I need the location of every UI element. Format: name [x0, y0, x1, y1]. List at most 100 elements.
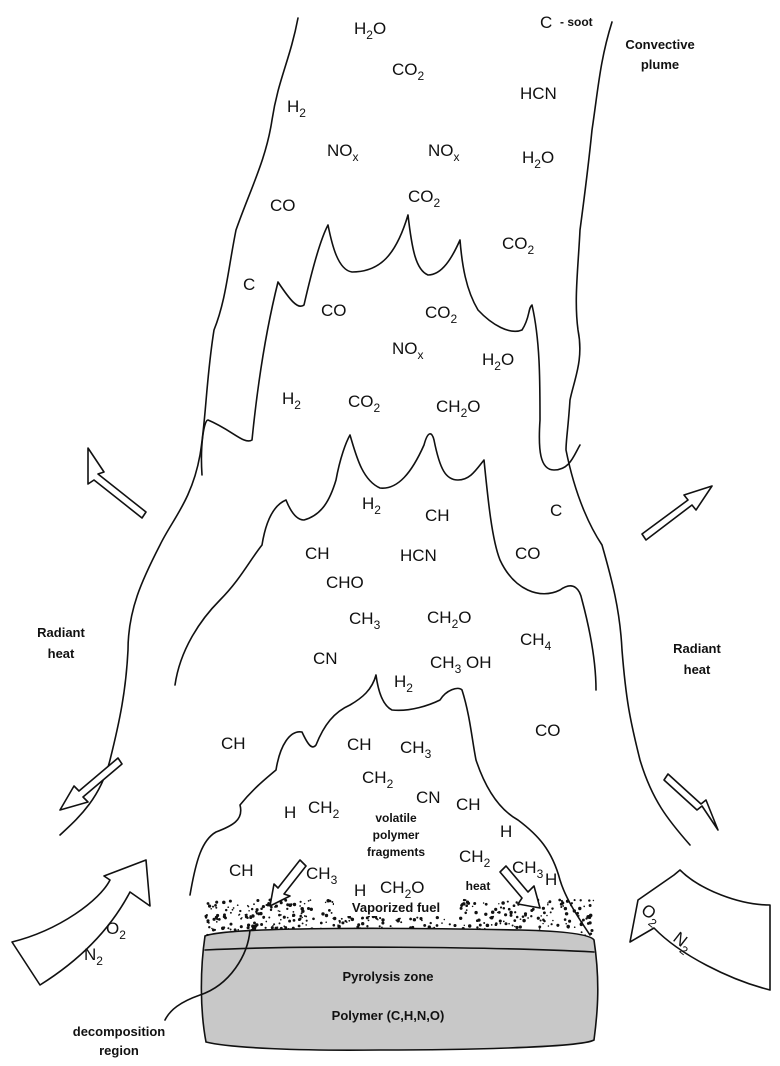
fuel-speckle — [484, 913, 487, 916]
fuel-speckle — [300, 901, 302, 903]
fuel-speckle — [237, 904, 239, 906]
species-cn: CN — [313, 649, 338, 668]
fuel-speckle — [262, 905, 265, 908]
fuel-speckle — [216, 914, 219, 917]
species-ch3: CH3 — [306, 864, 338, 887]
radiant-arrow-lower-right — [664, 774, 718, 830]
fuel-speckle — [464, 912, 467, 915]
fuel-speckle — [514, 911, 516, 913]
fuel-speckle — [321, 912, 324, 915]
fuel-speckle — [248, 906, 250, 908]
fuel-speckle — [307, 907, 310, 910]
fuel-speckle — [283, 916, 286, 919]
fuel-speckle — [325, 921, 327, 923]
fuel-speckle — [248, 910, 250, 912]
fuel-speckle — [215, 907, 217, 909]
fuel-speckle — [208, 926, 210, 928]
fuel-speckle — [539, 928, 541, 930]
fuel-speckle — [485, 903, 488, 906]
decomposition-region-label-line1: decomposition — [73, 1024, 166, 1039]
fuel-speckle — [230, 912, 232, 914]
fuel-speckle — [520, 918, 522, 920]
fuel-speckle — [509, 911, 512, 914]
fuel-speckle — [588, 917, 590, 919]
air-inflow-arrow-left[interactable] — [12, 860, 150, 985]
fuel-speckle — [423, 924, 426, 927]
decomposition-region-label-line2: region — [99, 1043, 139, 1058]
fuel-speckle — [498, 911, 501, 914]
fuel-speckle — [379, 925, 381, 927]
fuel-speckle — [548, 925, 550, 927]
fuel-speckle — [508, 908, 511, 911]
species-ch: CH — [456, 795, 481, 814]
fuel-speckle — [556, 924, 559, 927]
fuel-speckle — [508, 923, 510, 925]
fuel-speckle — [305, 915, 307, 917]
fuel-speckle — [212, 929, 215, 932]
fuel-speckle — [233, 907, 235, 909]
fuel-speckle — [501, 901, 505, 905]
fuel-speckle — [331, 901, 333, 903]
convective-plume-label-line2: plume — [641, 57, 679, 72]
fuel-speckle — [560, 906, 562, 908]
fuel-speckle — [565, 923, 567, 925]
species-ch: CH — [347, 735, 372, 754]
fuel-speckle — [449, 923, 451, 925]
fuel-speckle — [301, 909, 304, 912]
fuel-speckle — [214, 904, 217, 907]
species-ch2o: CH2O — [427, 608, 471, 631]
fuel-speckle — [400, 921, 402, 923]
fuel-speckle — [346, 921, 348, 923]
fuel-speckle — [241, 917, 242, 918]
species-co2: CO2 — [408, 187, 441, 210]
species-co2: CO2 — [425, 303, 458, 326]
fuel-speckle — [503, 907, 506, 910]
fuel-speckle — [494, 908, 497, 911]
fuel-speckle — [524, 912, 527, 915]
fuel-speckle — [490, 916, 494, 920]
heat-arrow-left — [270, 860, 306, 906]
fuel-speckle — [590, 932, 593, 935]
fuel-speckle — [279, 911, 281, 913]
fuel-speckle — [381, 921, 384, 924]
fuel-speckle — [483, 922, 485, 924]
fuel-speckle — [310, 899, 312, 901]
fuel-speckle — [265, 921, 267, 923]
fuel-speckle — [278, 910, 279, 911]
fuel-speckle — [498, 903, 499, 904]
fuel-speckle — [552, 920, 554, 922]
species-co: CO — [515, 544, 541, 563]
polymer-label: Polymer (C,H,N,O) — [332, 1008, 445, 1023]
fuel-speckle — [255, 910, 258, 913]
species-h: H — [354, 881, 366, 900]
fuel-speckle — [491, 910, 494, 913]
fuel-speckle — [249, 916, 252, 919]
fuel-speckle — [581, 931, 583, 933]
fuel-speckle — [580, 899, 582, 901]
fuel-speckle — [272, 925, 273, 926]
species-ch: CH — [221, 734, 246, 753]
fuel-speckle — [465, 904, 468, 907]
fuel-speckle — [593, 900, 594, 901]
fuel-speckle — [260, 923, 263, 926]
fuel-speckle — [299, 915, 302, 918]
fuel-speckle — [245, 915, 248, 918]
fuel-speckle — [578, 915, 580, 917]
fuel-speckle — [366, 925, 368, 927]
fuel-speckle — [519, 925, 522, 928]
species-h2: H2 — [394, 672, 413, 695]
fuel-speckle — [286, 908, 288, 910]
fuel-speckle — [339, 920, 341, 922]
fuel-speckle — [466, 909, 468, 911]
fuel-speckle — [329, 900, 332, 903]
species-nox: NOx — [428, 141, 460, 164]
fuel-speckle — [468, 924, 471, 927]
fuel-speckle — [240, 925, 243, 928]
fuel-speckle — [280, 919, 282, 921]
fuel-speckle — [574, 926, 576, 928]
fuel-speckle — [542, 907, 545, 910]
fuel-speckle — [419, 917, 422, 920]
fuel-speckle — [280, 914, 282, 916]
species-h2o: H2O — [522, 148, 554, 171]
